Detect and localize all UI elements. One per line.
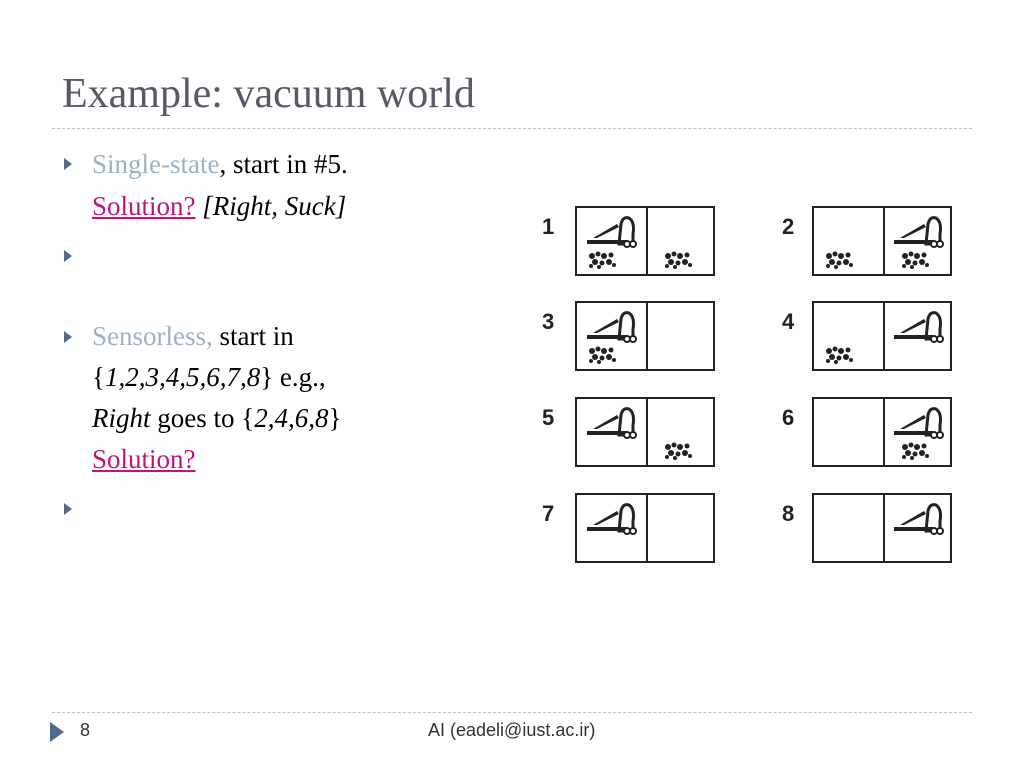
single-state-text: , start in #5. <box>219 149 348 179</box>
start-set: 1,2,3,4,5,6,7,8 <box>104 362 261 392</box>
bullet-3-line-3: Right goes to {2,4,6,8} <box>92 402 341 434</box>
vacuum-icon <box>890 501 946 540</box>
room-divider <box>646 399 648 465</box>
brace-close-eg: } e.g., <box>260 362 326 392</box>
result-set: 2,4,6,8 <box>254 403 329 433</box>
footer-arrow-icon <box>50 722 64 742</box>
dirt-icon <box>587 250 617 275</box>
sensorless-term: Sensorless, <box>92 321 213 351</box>
dirt-icon <box>663 250 693 275</box>
goes-to-text: goes to { <box>150 403 255 433</box>
state-label-3: 3 <box>542 309 555 334</box>
bullet-marker-1 <box>64 158 72 170</box>
bullet-3-line-2: {1,2,3,4,5,6,7,8} e.g., <box>92 361 326 393</box>
slide-title: Example: vacuum world <box>62 71 475 117</box>
room-divider <box>646 303 648 369</box>
footer-author: AI (eadeli@iust.ac.ir) <box>428 720 596 740</box>
state-box-1 <box>575 206 715 276</box>
vacuum-icon <box>890 309 946 348</box>
brace-close: } <box>328 403 342 433</box>
vacuum-icon <box>890 214 946 253</box>
state-box-4 <box>812 301 952 371</box>
solution-link-2[interactable]: Solution? <box>92 444 196 474</box>
page-number: 8 <box>80 720 91 740</box>
state-box-3 <box>575 301 715 371</box>
state-label-5: 5 <box>542 405 555 430</box>
single-state-term: Single-state <box>92 149 220 179</box>
vacuum-icon <box>890 405 946 444</box>
room-divider <box>883 399 885 465</box>
room-divider <box>646 495 648 561</box>
room-divider <box>883 303 885 369</box>
state-label-8: 8 <box>782 501 795 526</box>
room-divider <box>883 495 885 561</box>
sensorless-text: start in <box>212 321 294 351</box>
bullet-marker-4 <box>64 503 72 515</box>
state-box-7 <box>575 493 715 563</box>
vacuum-icon <box>583 309 639 348</box>
room-divider <box>646 208 648 274</box>
room-divider <box>883 208 885 274</box>
state-label-6: 6 <box>782 405 795 430</box>
solution-value-1: [Right, Suck] <box>195 191 347 221</box>
dirt-icon <box>824 345 854 370</box>
vacuum-icon <box>583 501 639 540</box>
state-box-6 <box>812 397 952 467</box>
bullet-3-line-1: Sensorless, start in <box>92 320 294 352</box>
dirt-icon <box>587 345 617 370</box>
bullet-1-line-1: Single-state, start in #5. <box>92 148 348 180</box>
bullet-3-line-4: Solution? <box>92 443 196 475</box>
state-box-2 <box>812 206 952 276</box>
bullet-marker-2 <box>64 250 72 262</box>
state-label-4: 4 <box>782 309 795 334</box>
state-box-5 <box>575 397 715 467</box>
state-label-2: 2 <box>782 214 795 239</box>
title-divider <box>52 128 972 129</box>
state-box-8 <box>812 493 952 563</box>
dirt-icon <box>900 441 930 466</box>
dirt-icon <box>900 250 930 275</box>
footer-divider <box>52 712 972 713</box>
solution-link-1[interactable]: Solution? <box>92 191 196 221</box>
dirt-icon <box>824 250 854 275</box>
brace-open: { <box>92 362 105 392</box>
state-label-7: 7 <box>542 501 555 526</box>
bullet-1-line-2: Solution? [Right, Suck] <box>92 190 346 222</box>
bullet-marker-3 <box>64 331 72 343</box>
vacuum-icon <box>583 214 639 253</box>
action-right: Right <box>92 403 151 433</box>
vacuum-icon <box>583 405 639 444</box>
dirt-icon <box>663 441 693 466</box>
state-label-1: 1 <box>542 214 555 239</box>
